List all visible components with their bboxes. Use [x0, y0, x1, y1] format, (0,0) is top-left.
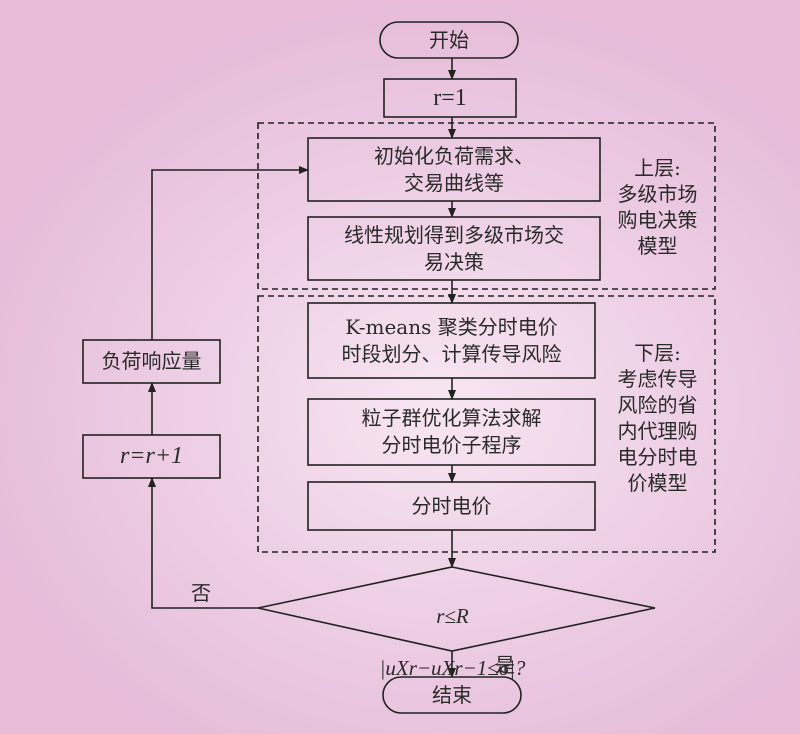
lower-step3-label: 分时电价: [411, 493, 492, 518]
upper-layer-label: 上层: 多级市场 购电决策 模型: [617, 156, 698, 258]
decision-line1: r≤R: [436, 604, 469, 628]
end-label: 结束: [432, 682, 472, 707]
lower-step1-label: K-means 聚类分时电价 时段划分、计算传导风险: [341, 314, 562, 366]
lower-layer-region: [257, 295, 716, 553]
lower-layer-label: 下层: 考虑传导 风险的省 内代理购 电分时电 价模型: [617, 341, 698, 495]
decision-line2: |uXr−uXr−1≤σ|?: [379, 656, 526, 680]
lower-step2-label: 粒子群优化算法求解 分时电价子程序: [361, 406, 542, 457]
load-response-label: 负荷响应量: [101, 349, 202, 373]
increment-label: r=r+1: [119, 443, 184, 469]
decision-label: r≤R |uXr−uXr−1≤σ|?: [360, 577, 545, 707]
init-label: r=1: [384, 79, 516, 117]
arrow-load-to-upper1: [151, 166, 309, 340]
start-label: 开始: [429, 27, 469, 52]
upper-step1-label: 初始化负荷需求、 交易曲线等: [374, 143, 534, 195]
upper-step2-label: 线性规划得到多级市场交 易决策: [344, 222, 564, 274]
init-text: r=1: [433, 84, 467, 111]
no-label: 否: [191, 581, 211, 605]
arrow-no-to-increment: [148, 477, 258, 609]
start-terminal: [379, 21, 519, 59]
upper-layer-region: [257, 122, 716, 290]
yes-label: 是: [495, 653, 515, 677]
